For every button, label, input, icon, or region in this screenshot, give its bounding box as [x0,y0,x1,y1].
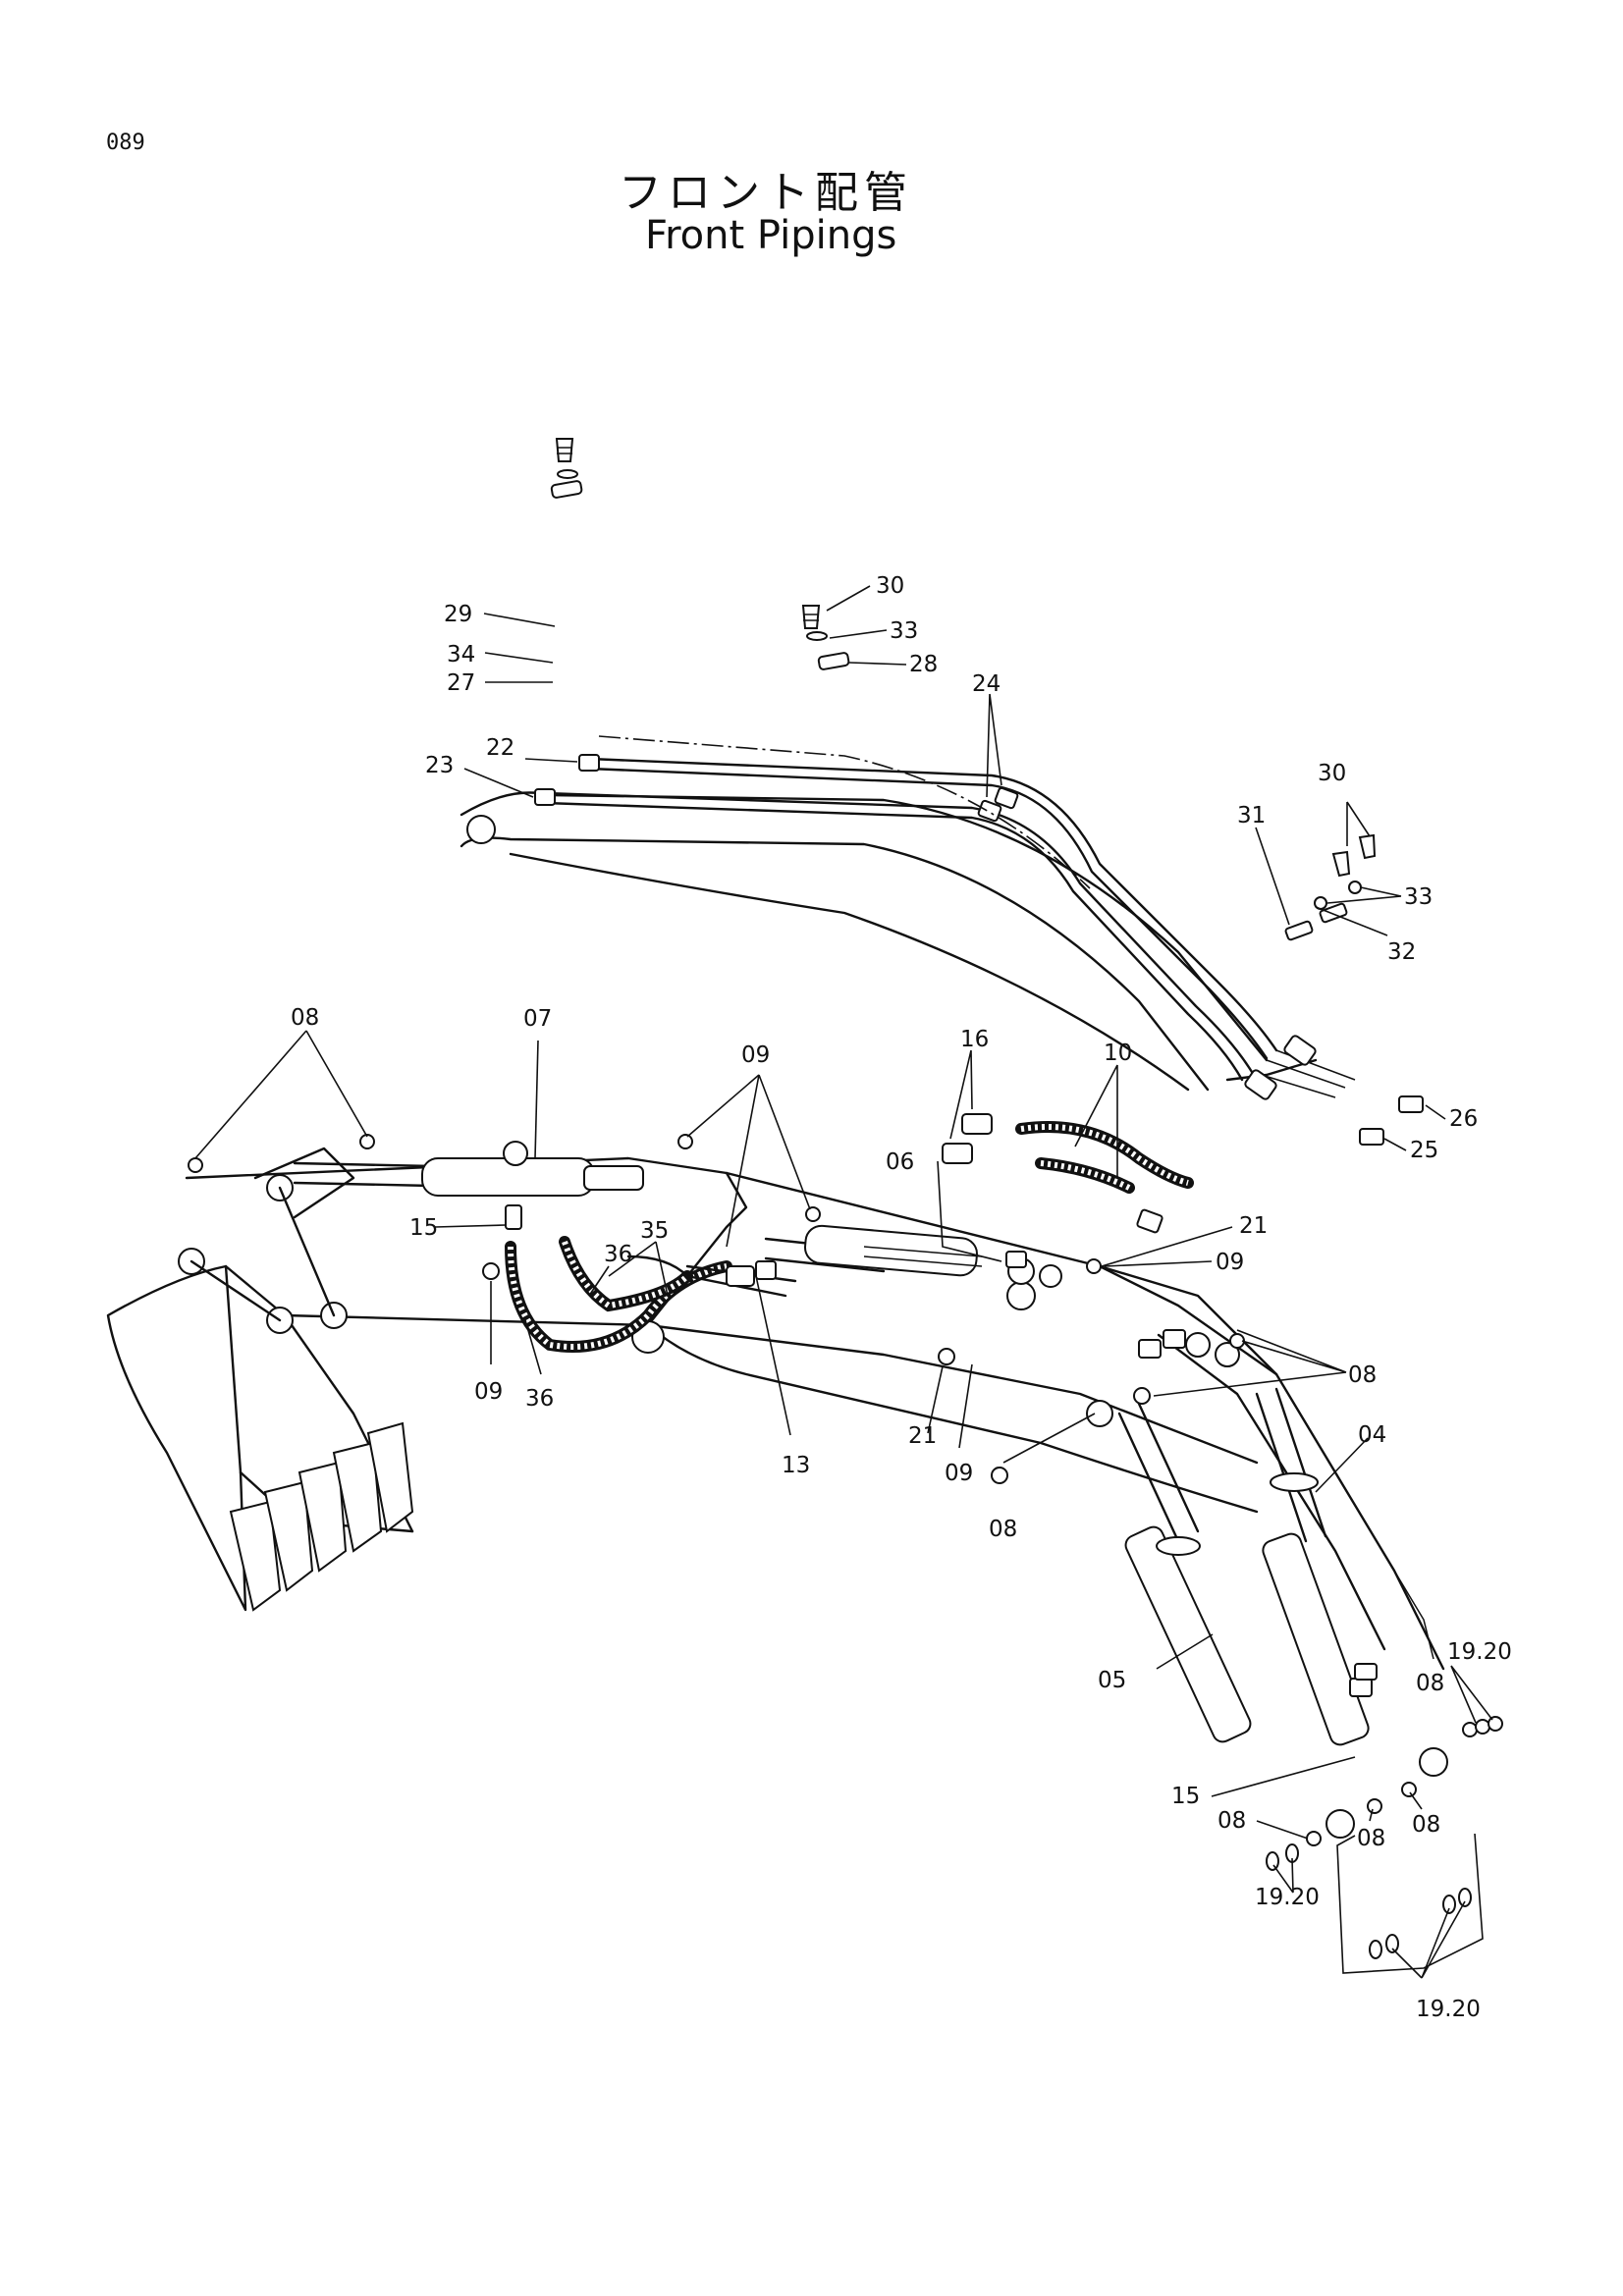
part-label: 33 [890,618,918,644]
arm-hoses [505,1113,1194,1359]
part-label: 09 [474,1379,503,1405]
part-label: 04 [1358,1422,1386,1448]
boom [460,791,1318,1092]
part-label: 21 [908,1423,937,1449]
part-label: 28 [909,652,938,677]
part-label: 34 [447,642,475,667]
part-labels: 29 34 27 30 33 28 24 22 23 30 31 33 32 2… [291,573,1512,2022]
page-number: 089 [106,131,145,155]
part-label: 09 [1216,1250,1244,1275]
part-label: 26 [1449,1106,1478,1132]
reference-line [598,735,1091,889]
part-label: 21 [1239,1213,1268,1239]
nuts-washers [188,1134,1503,1959]
boom-cylinders [1086,1387,1448,1839]
part-label: 08 [1416,1671,1444,1696]
part-label: 33 [1404,884,1433,910]
leader-lines [194,585,1493,1979]
part-label: 06 [886,1149,914,1175]
part-label: 08 [291,1005,319,1031]
part-label: 09 [945,1461,973,1486]
part-label: 08 [1217,1808,1246,1834]
part-label: 29 [444,602,472,627]
part-label: 25 [1410,1138,1438,1163]
part-label: 24 [972,671,1001,697]
part-label: 08 [1357,1826,1385,1851]
part-label: 10 [1104,1041,1132,1066]
part-label: 19.20 [1416,1997,1481,2022]
arm-cylinder [764,1224,1062,1288]
part-label: 09 [741,1042,770,1068]
part-label: 16 [960,1027,989,1052]
part-label: 31 [1237,803,1266,828]
part-label: 36 [525,1386,554,1412]
part-label: 15 [409,1215,438,1241]
clamps [550,438,1377,941]
boom-arm-link [1098,1264,1445,1671]
boom-pipes [534,754,1356,1100]
pipe-connectors [1359,1095,1424,1146]
part-label: 30 [876,573,904,599]
part-label: 19.20 [1255,1885,1320,1910]
title-english: Front Pipings [645,213,897,258]
bucket [106,1147,414,1612]
part-label: 08 [1412,1812,1440,1838]
part-label: 15 [1171,1784,1200,1809]
part-label: 22 [486,735,514,761]
bucket-cylinder [293,1141,644,1230]
part-label: 07 [523,1006,552,1032]
part-label: 08 [1348,1362,1377,1388]
part-label: 32 [1387,939,1416,965]
title-japanese: フロント配管 [619,168,913,218]
part-label: 35 [640,1218,669,1244]
part-label: 08 [989,1517,1017,1542]
part-label: 05 [1098,1668,1126,1693]
part-label: 23 [425,753,454,778]
part-label: 13 [782,1453,810,1478]
part-label: 27 [447,670,475,696]
part-label: 30 [1318,761,1346,786]
part-label: 36 [604,1242,632,1267]
part-label: 19.20 [1447,1639,1512,1665]
